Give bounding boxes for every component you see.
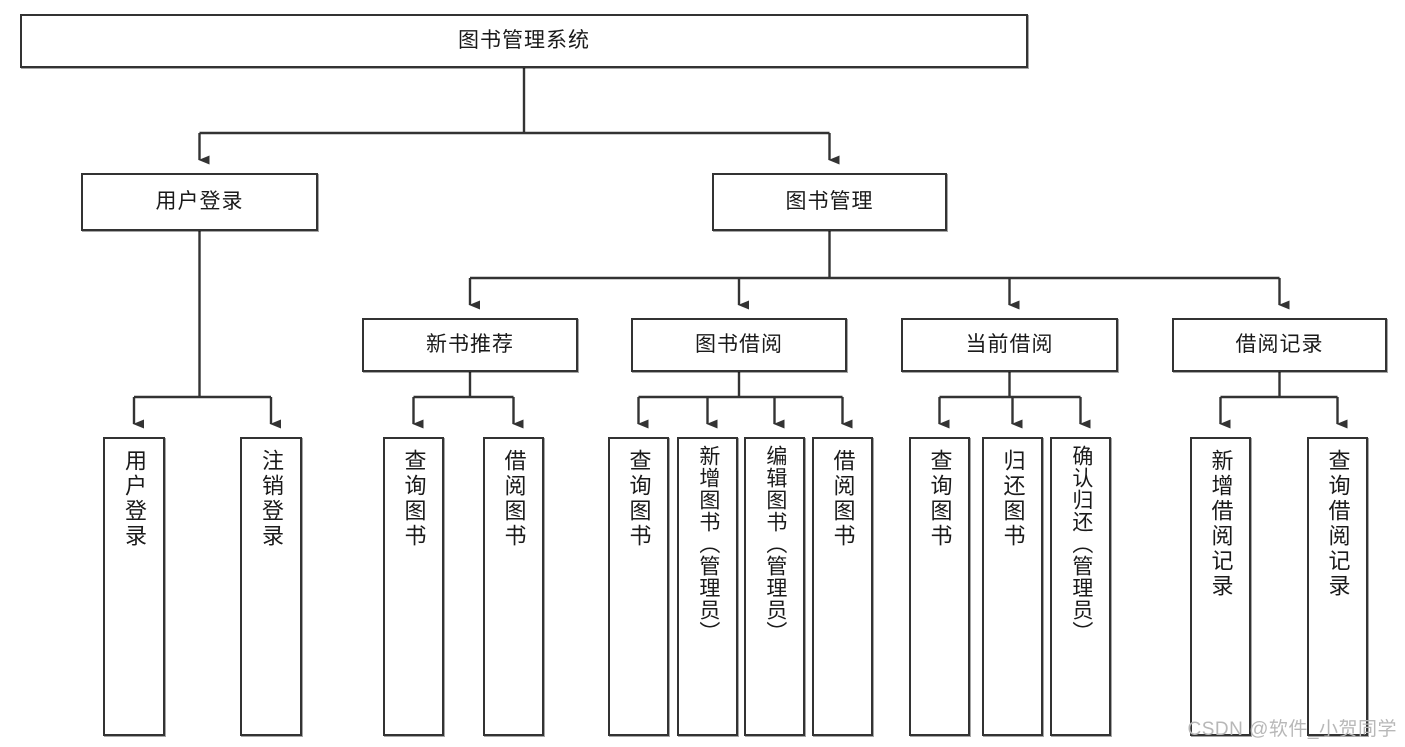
leaf-edit-book-label: 编辑图书（管理员）	[763, 445, 787, 643]
node-borrow-record-label: 借阅记录	[1235, 332, 1324, 356]
leaf-add-borrow-record[interactable]: 新增借阅记录	[1190, 437, 1251, 736]
leaf-user-login[interactable]: 用户登录	[103, 437, 165, 736]
leaf-query-borrow-record[interactable]: 查询借阅记录	[1307, 437, 1368, 736]
node-book-manage[interactable]: 图书管理	[712, 173, 947, 231]
node-current-borrow[interactable]: 当前借阅	[901, 318, 1118, 372]
node-user-login-label: 用户登录	[155, 189, 244, 213]
leaf-query-book-2-label: 查询图书	[626, 449, 652, 549]
leaf-query-book-3[interactable]: 查询图书	[909, 437, 970, 736]
node-new-book-recommend-label: 新书推荐	[426, 332, 514, 356]
leaf-borrow-book-1-label: 借阅图书	[501, 449, 527, 549]
node-borrow-record[interactable]: 借阅记录	[1172, 318, 1387, 372]
leaf-logout[interactable]: 注销登录	[240, 437, 302, 736]
leaf-add-book[interactable]: 新增图书（管理员）	[677, 437, 738, 736]
leaf-add-book-label: 新增图书（管理员）	[696, 445, 720, 643]
leaf-borrow-book-2-label: 借阅图书	[830, 449, 856, 549]
node-book-borrow-label: 图书借阅	[695, 332, 783, 356]
leaf-query-book-1-label: 查询图书	[401, 449, 427, 549]
leaf-query-book-1[interactable]: 查询图书	[383, 437, 444, 736]
leaf-confirm-return[interactable]: 确认归还（管理员）	[1050, 437, 1111, 736]
leaf-return-book-label: 归还图书	[1000, 449, 1026, 549]
node-book-borrow[interactable]: 图书借阅	[631, 318, 847, 372]
leaf-query-borrow-record-label: 查询借阅记录	[1325, 449, 1351, 599]
node-user-login[interactable]: 用户登录	[81, 173, 318, 231]
leaf-return-book[interactable]: 归还图书	[982, 437, 1043, 736]
leaf-borrow-book-1[interactable]: 借阅图书	[483, 437, 544, 736]
node-new-book-recommend[interactable]: 新书推荐	[362, 318, 578, 372]
leaf-edit-book[interactable]: 编辑图书（管理员）	[744, 437, 805, 736]
leaf-confirm-return-label: 确认归还（管理员）	[1069, 445, 1093, 643]
leaf-borrow-book-2[interactable]: 借阅图书	[812, 437, 873, 736]
leaf-query-book-3-label: 查询图书	[927, 449, 953, 549]
node-current-borrow-label: 当前借阅	[965, 332, 1054, 356]
leaf-add-borrow-record-label: 新增借阅记录	[1208, 449, 1234, 599]
watermark: CSDN @软件_小贺同学	[1187, 719, 1397, 740]
node-root-label: 图书管理系统	[458, 28, 590, 52]
leaf-logout-label: 注销登录	[258, 449, 284, 549]
node-book-manage-label: 图书管理	[785, 189, 874, 213]
leaf-query-book-2[interactable]: 查询图书	[608, 437, 669, 736]
leaf-user-login-label: 用户登录	[121, 449, 147, 549]
node-root[interactable]: 图书管理系统	[20, 14, 1028, 68]
